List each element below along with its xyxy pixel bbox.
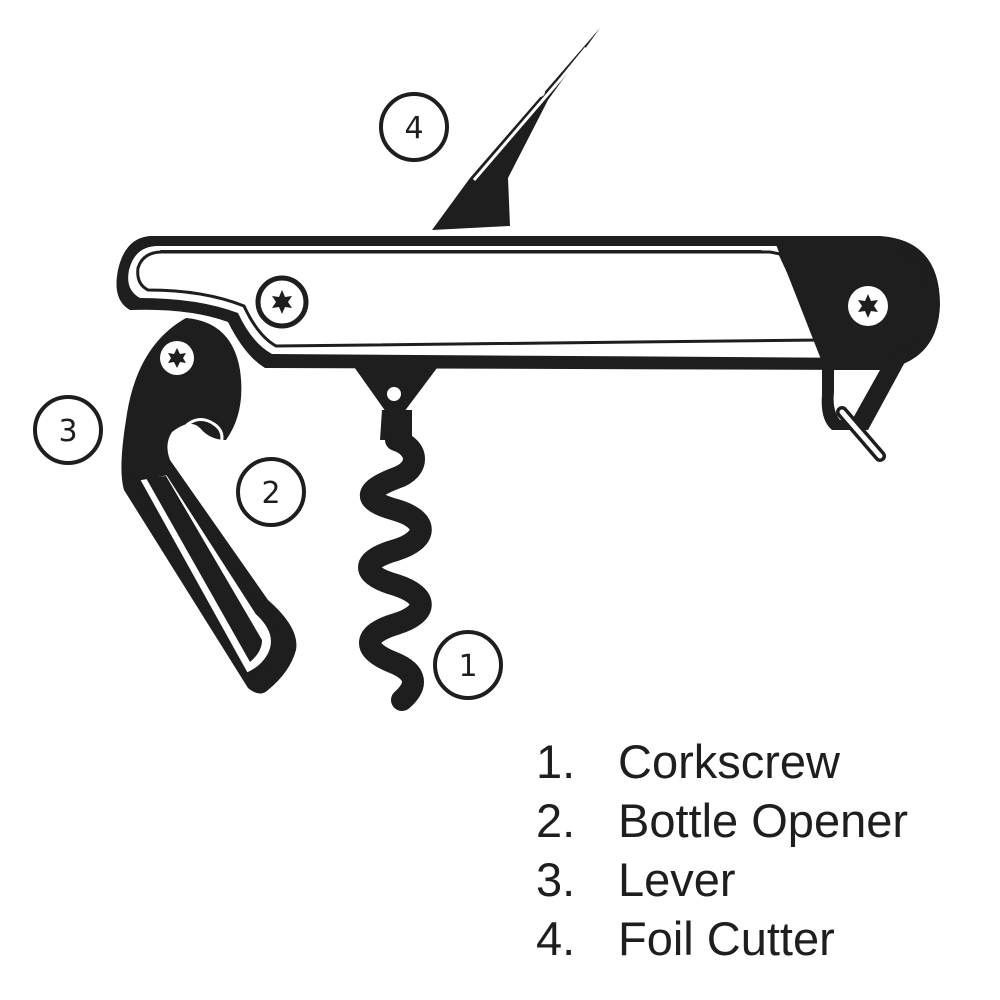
- legend-number: 1.: [536, 735, 576, 788]
- legend-number: 2.: [536, 794, 576, 847]
- legend-item-corkscrew: 1. Corkscrew: [536, 732, 908, 791]
- callout-1-number: 1: [458, 649, 477, 684]
- callout-3: 3: [33, 395, 103, 465]
- callout-3-number: 3: [58, 414, 77, 449]
- legend-label: Lever: [618, 853, 736, 906]
- legend-label: Foil Cutter: [618, 912, 835, 965]
- legend-item-bottle-opener: 2. Bottle Opener: [536, 791, 908, 850]
- legend-number: 4.: [536, 912, 576, 965]
- legend-item-foil-cutter: 4. Foil Cutter: [536, 909, 908, 968]
- callout-2: 2: [236, 457, 306, 527]
- bottle-opener-notch: [178, 418, 224, 447]
- callout-4-number: 4: [404, 111, 423, 146]
- legend-label: Corkscrew: [618, 735, 840, 788]
- legend-number: 3.: [536, 853, 576, 906]
- legend-label: Bottle Opener: [618, 794, 909, 847]
- callout-2-number: 2: [261, 476, 280, 511]
- handle: [116, 236, 940, 462]
- foil-cutter-blade: [432, 28, 600, 230]
- lever-arm: [121, 318, 297, 694]
- callout-1: 1: [433, 630, 503, 700]
- corkscrew-worm: [352, 364, 440, 711]
- legend-item-lever: 3. Lever: [536, 850, 908, 909]
- blade-rivet: [535, 87, 545, 97]
- callout-4: 4: [379, 92, 449, 162]
- parts-legend: 1. Corkscrew 2. Bottle Opener 3. Lever 4. Fo…: [536, 732, 908, 968]
